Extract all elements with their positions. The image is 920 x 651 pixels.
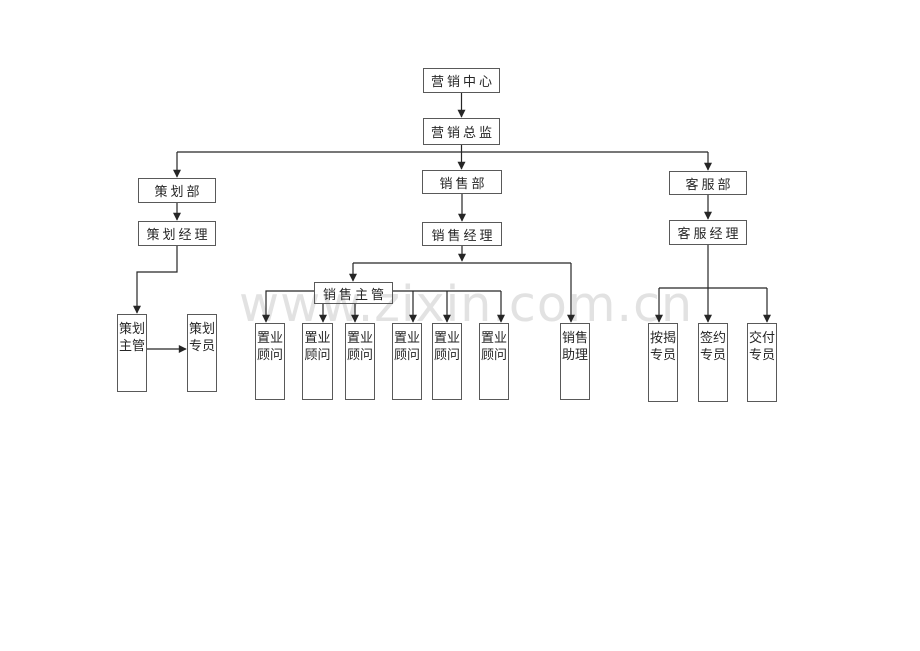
node-service-dept: 客服部 (669, 171, 747, 195)
node-consultant-1: 置业顾问 (255, 323, 285, 400)
node-marketing-director: 营销总监 (423, 118, 500, 145)
node-consultant-6: 置业顾问 (479, 323, 509, 400)
edge-planning-manager-to-supervisor (133, 246, 178, 314)
node-marketing-center: 营销中心 (423, 68, 500, 93)
node-service-manager: 客服经理 (669, 220, 747, 245)
node-consultant-2: 置业顾问 (302, 323, 333, 400)
node-planning-supervisor: 策划主管 (117, 314, 147, 392)
node-planning-manager: 策划经理 (138, 221, 216, 246)
node-mortgage-specialist: 按揭专员 (648, 323, 678, 402)
node-delivery-specialist: 交付专员 (747, 323, 777, 402)
node-planning-specialist: 策划专员 (187, 314, 217, 392)
node-sales-dept: 销售部 (422, 170, 502, 194)
edge-supervisor-to-consultant-1 (262, 290, 314, 323)
node-sales-supervisor: 销售主管 (314, 282, 393, 304)
node-consultant-5: 置业顾问 (432, 323, 462, 400)
node-sales-assistant: 销售助理 (560, 323, 590, 400)
node-planning-dept: 策划部 (138, 178, 216, 203)
node-sales-manager: 销售经理 (422, 222, 502, 246)
node-consultant-3: 置业顾问 (345, 323, 375, 400)
node-signing-specialist: 签约专员 (698, 323, 728, 402)
node-consultant-4: 置业顾问 (392, 323, 422, 400)
